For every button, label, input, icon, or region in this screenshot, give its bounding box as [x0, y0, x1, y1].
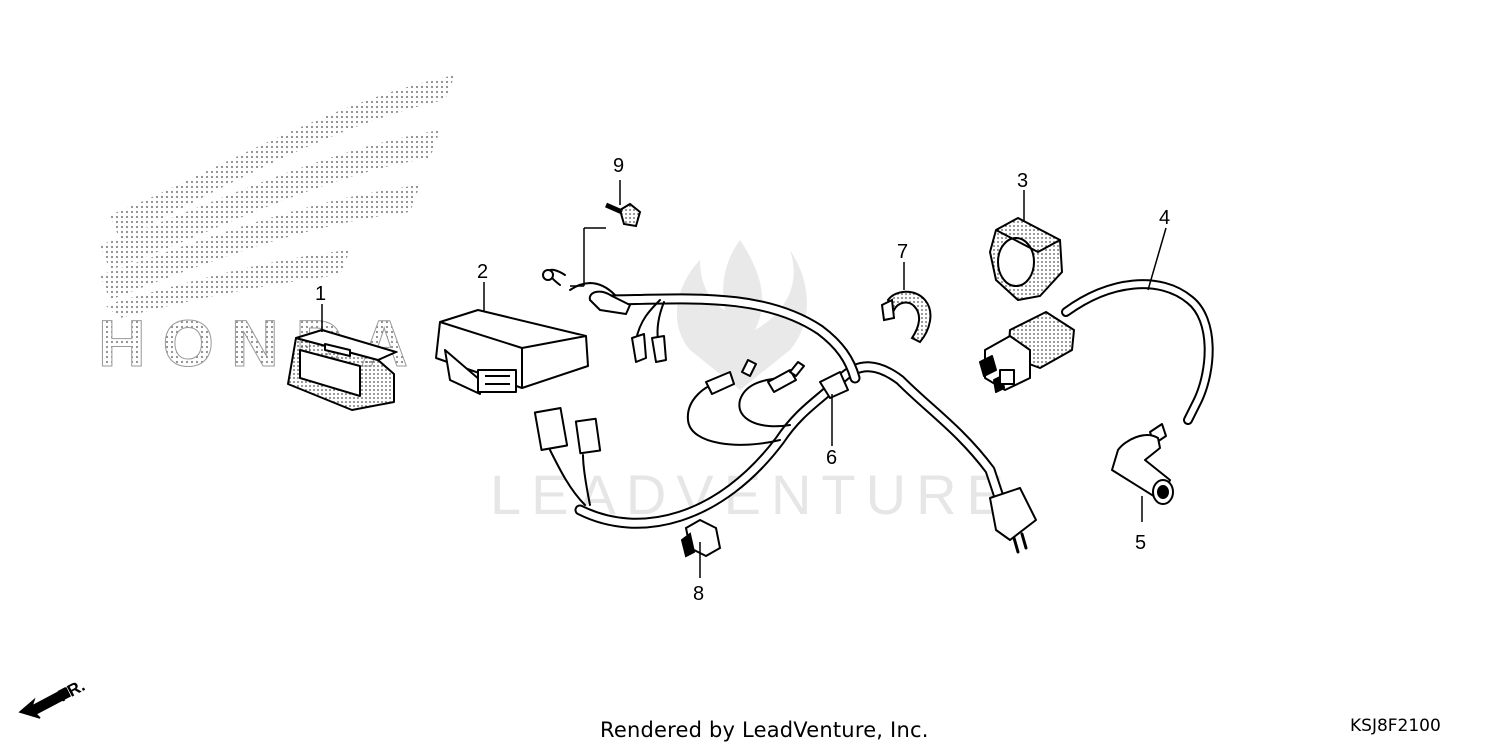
- wire-harness-icon[interactable]: [533, 268, 1037, 554]
- callout-7: 7: [897, 241, 908, 263]
- honda-wing-logo: [100, 75, 455, 318]
- callout-labels: 1 2 3 4 5 6 7 8 9: [315, 155, 1170, 605]
- rendered-by-credit: Rendered by LeadVenture, Inc.: [600, 718, 929, 742]
- diagram-code: KSJ8F2100: [1350, 716, 1441, 736]
- front-direction-arrow-icon: FR.: [18, 676, 88, 719]
- callout-5: 5: [1135, 532, 1146, 554]
- callout-4: 4: [1159, 207, 1170, 229]
- harness-band-icon[interactable]: [680, 518, 722, 558]
- leader-lines: [321, 180, 1167, 578]
- box-cover-icon[interactable]: [287, 329, 397, 411]
- callout-9: 9: [613, 155, 624, 177]
- leadventure-watermark: LEADVENTURE: [490, 240, 1004, 526]
- callout-2: 2: [477, 261, 488, 283]
- callout-6: 6: [826, 447, 837, 469]
- bolt-icon[interactable]: [604, 202, 642, 228]
- wire-clamp-icon[interactable]: [880, 290, 932, 344]
- spark-plug-cap-icon[interactable]: [1111, 423, 1174, 505]
- callout-8: 8: [693, 583, 704, 605]
- callout-3: 3: [1017, 170, 1028, 192]
- rubber-mount-icon[interactable]: [988, 216, 1064, 302]
- cdi-unit-icon[interactable]: [435, 309, 589, 395]
- ignition-coil-icon[interactable]: [979, 279, 1214, 425]
- callout-1: 1: [315, 283, 326, 305]
